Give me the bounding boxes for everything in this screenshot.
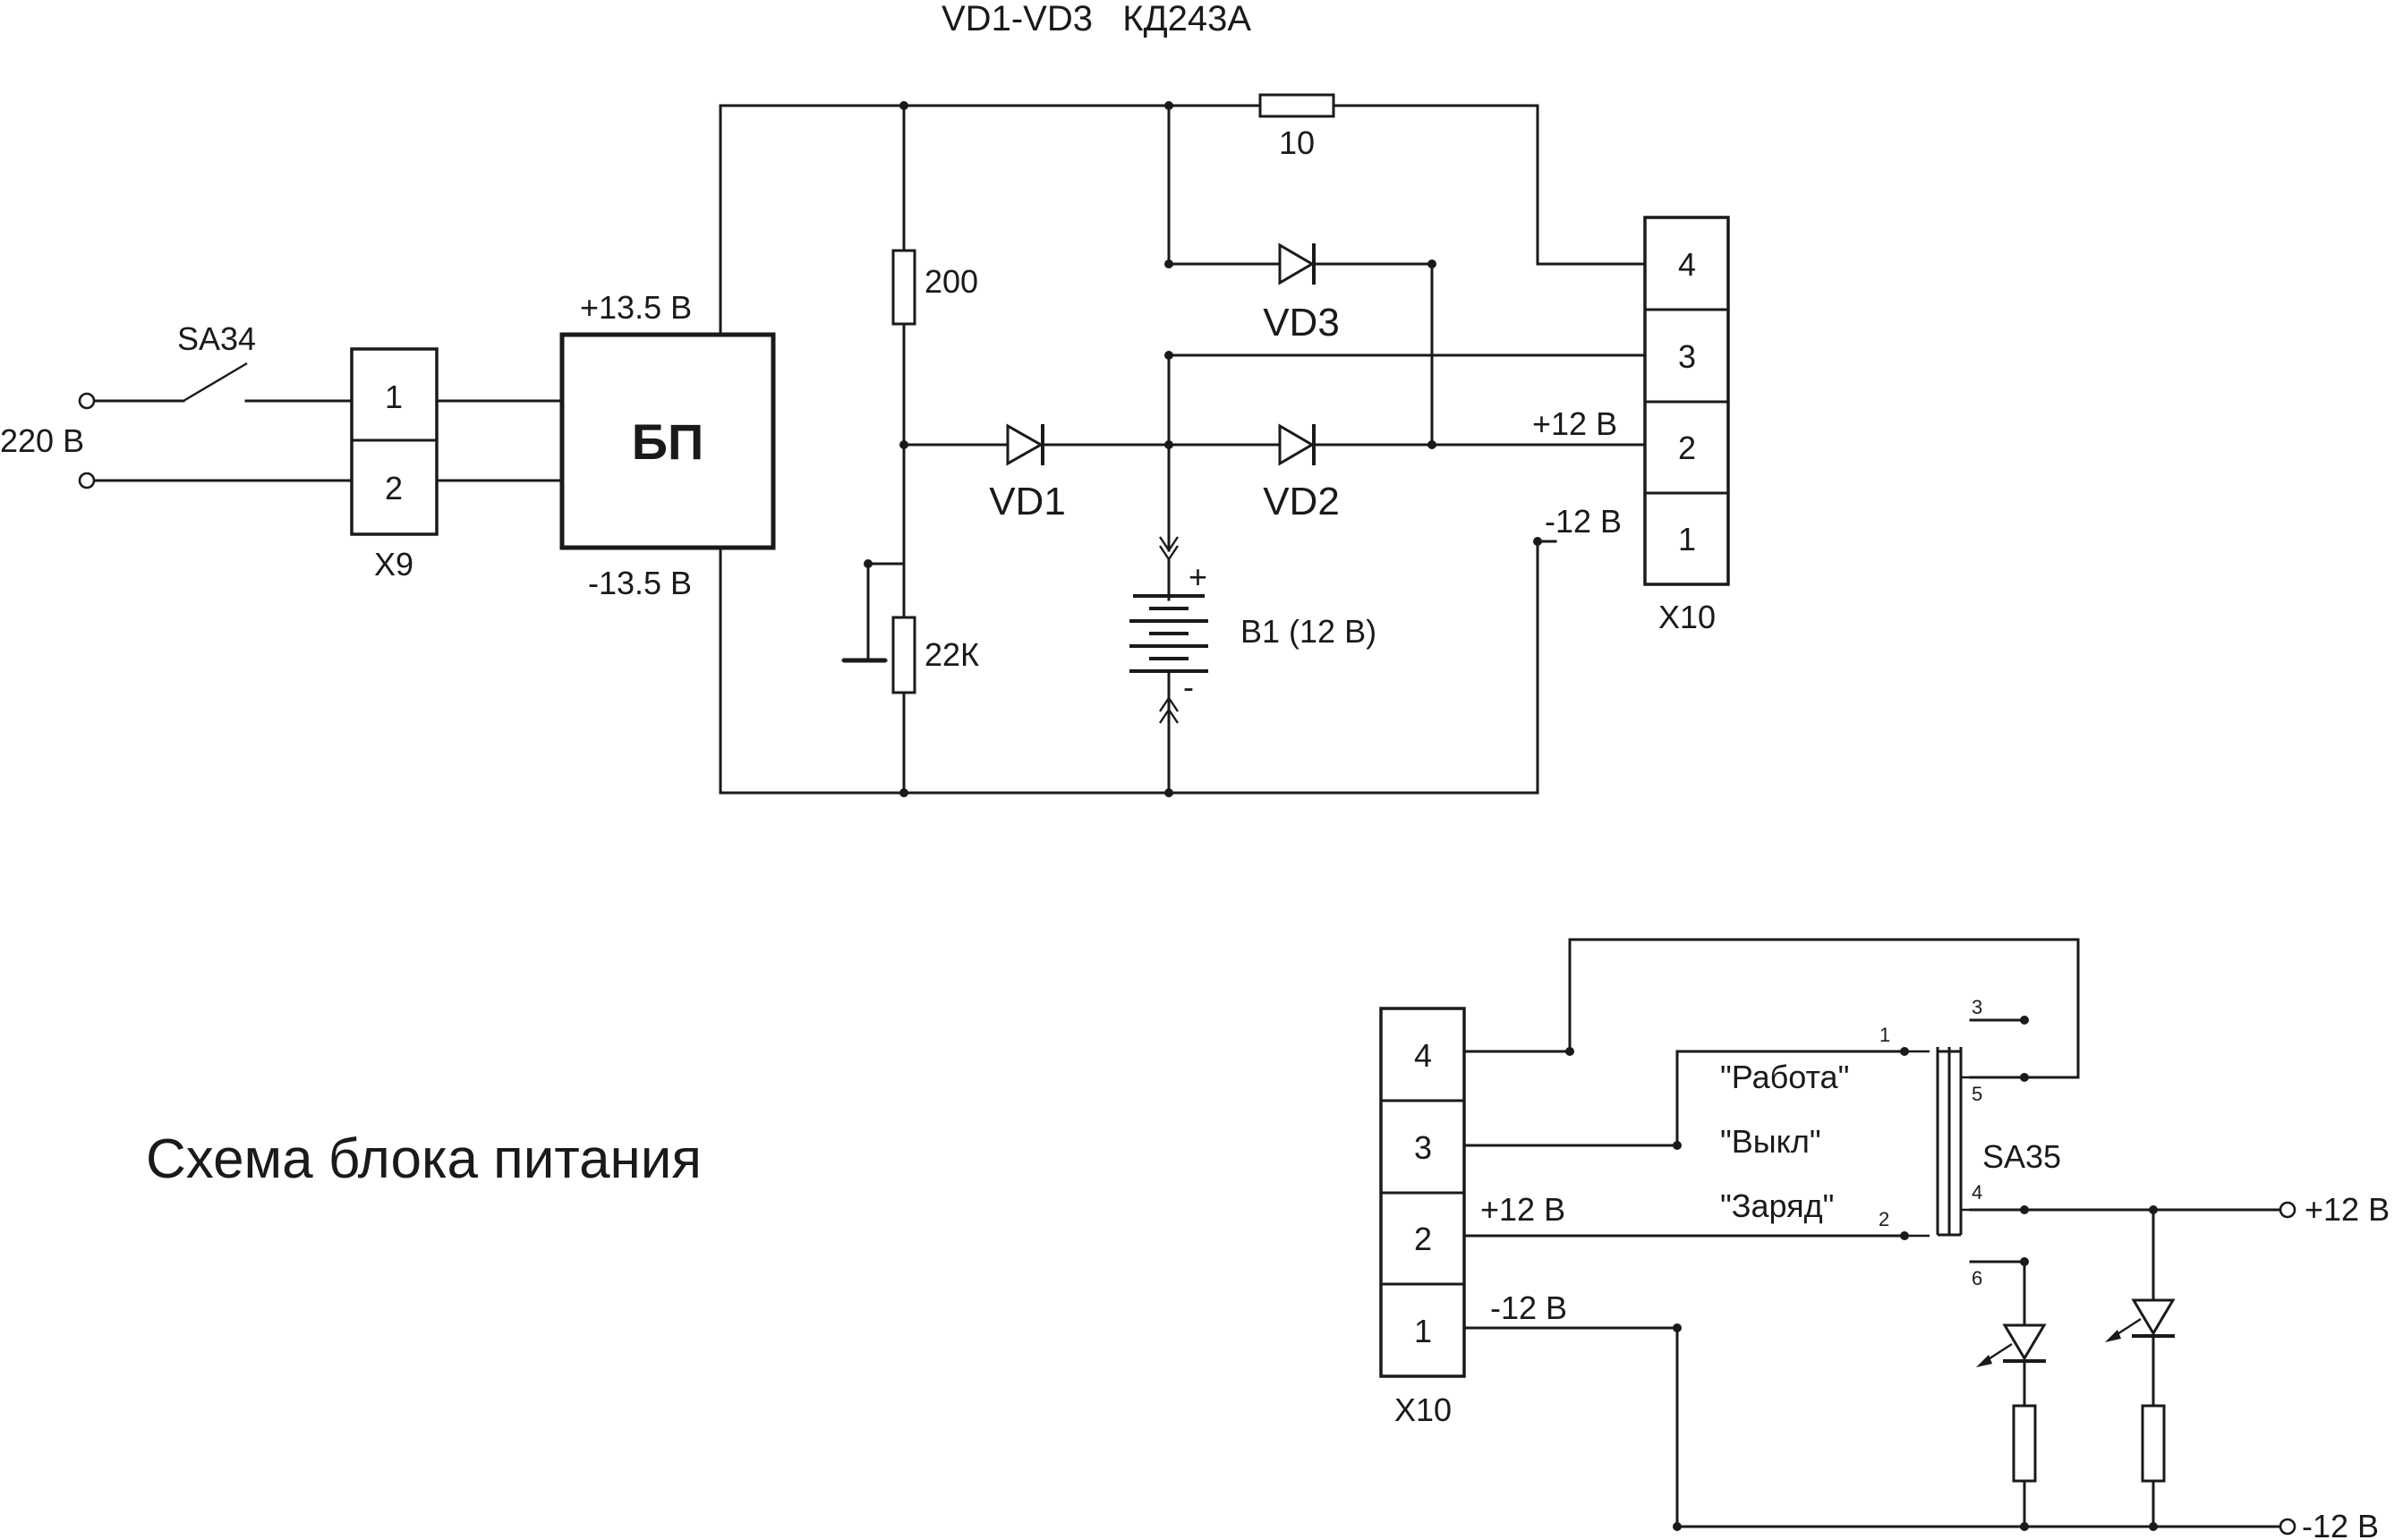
sa35-contact-numbers: 1 2 3 4 5 6 — [1879, 996, 1982, 1289]
mains-voltage-label: 220 В — [0, 422, 84, 459]
resistor-10-label: 10 — [1279, 124, 1315, 161]
power-block-plus: +13.5 В — [580, 289, 692, 326]
x10-main-plus12: +12 В — [1532, 405, 1617, 442]
power-block-label: БП — [632, 413, 704, 470]
switch-sa34-label: SA34 — [177, 320, 256, 357]
vd3-label: VD3 — [1263, 301, 1340, 345]
pot-22k-label: 22К — [925, 636, 979, 673]
x10-main-minus12: -12 В — [1545, 503, 1622, 540]
outputs: +12 В -12 В — [2279, 1191, 2390, 1540]
x10-main-name: X10 — [1658, 599, 1716, 635]
x10-main-pin-4: 4 — [1678, 246, 1696, 283]
led-indicator-1 — [1976, 1323, 2047, 1483]
x10-lower-name: X10 — [1394, 1391, 1452, 1428]
x10-main-pin-1: 1 — [1678, 521, 1696, 557]
main-circuit-wires — [85, 104, 1647, 795]
mode-charge: "Заряд" — [1720, 1187, 1834, 1224]
resistor-10: 10 — [1258, 93, 1335, 161]
diode-vd3: VD3 — [1263, 242, 1340, 345]
x10-lower-pin-1: 1 — [1414, 1313, 1432, 1349]
x9-pin-2: 2 — [385, 470, 403, 506]
switch-circuit-wires — [1462, 938, 2286, 1528]
main-junctions — [864, 101, 1542, 797]
x10-lower-minus12: -12 В — [1490, 1289, 1567, 1326]
diodes-type-note: VD1-VD3 КД243А — [942, 0, 1251, 38]
mode-off: "Выкл" — [1720, 1123, 1821, 1160]
x9-name: X9 — [374, 546, 413, 583]
x9-pin-1: 1 — [385, 379, 403, 415]
output-minus-label: -12 В — [2302, 1508, 2379, 1540]
diagram-caption: Схема блока питания — [146, 1128, 702, 1190]
contact-5: 5 — [1972, 1083, 1982, 1105]
battery-minus: - — [1183, 668, 1194, 705]
battery-label: В1 (12 В) — [1240, 613, 1376, 650]
power-block-minus: -13.5 В — [588, 565, 692, 601]
battery-plus: + — [1189, 558, 1207, 595]
connector-x10-main: 4 3 2 1 X10 +12 В -12 В — [1532, 216, 1730, 635]
x10-lower-pin-4: 4 — [1414, 1037, 1432, 1074]
mode-work: "Работа" — [1720, 1059, 1849, 1095]
power-block: БП +13.5 В -13.5 В — [559, 289, 776, 601]
vd1-label: VD1 — [989, 480, 1066, 523]
output-minus-terminal — [2279, 1518, 2296, 1536]
potentiometer-22k: 22К — [843, 616, 979, 694]
x10-main-pin-3: 3 — [1678, 338, 1696, 375]
contact-6: 6 — [1972, 1267, 1982, 1289]
resistor-200-label: 200 — [925, 263, 978, 300]
output-plus-label: +12 В — [2305, 1191, 2390, 1228]
mains-terminal-1 — [78, 392, 96, 410]
contact-1: 1 — [1879, 1024, 1890, 1046]
battery-b1: + - В1 (12 В) — [1129, 536, 1376, 795]
switch-sa35-label: SA35 — [1982, 1138, 2061, 1175]
diode-vd2: VD2 — [1263, 423, 1340, 523]
sa35-labels: "Работа" "Выкл" "Заряд" SA35 — [1720, 1059, 2061, 1224]
contact-4: 4 — [1972, 1181, 1982, 1204]
led-indicator-2 — [2105, 1298, 2176, 1483]
diode-vd1: VD1 — [989, 423, 1066, 523]
switch-junctions — [1565, 1016, 2158, 1531]
contact-3: 3 — [1972, 996, 1982, 1018]
x10-lower-pin-2: 2 — [1414, 1221, 1432, 1257]
x10-lower-pin-3: 3 — [1414, 1129, 1432, 1166]
mains-terminal-2 — [78, 472, 96, 489]
resistor-200: 200 — [891, 249, 978, 326]
mains-input: 220 В SA34 — [0, 320, 256, 489]
connector-x9: 1 2 X9 — [350, 347, 439, 583]
x10-lower-plus12: +12 В — [1480, 1191, 1565, 1228]
x10-main-pin-2: 2 — [1678, 430, 1696, 466]
output-plus-terminal — [2279, 1201, 2296, 1219]
connector-x10-lower: 4 3 2 1 X10 +12 В -12 В — [1379, 1007, 1567, 1428]
contact-2: 2 — [1879, 1208, 1889, 1230]
vd2-label: VD2 — [1263, 480, 1340, 523]
